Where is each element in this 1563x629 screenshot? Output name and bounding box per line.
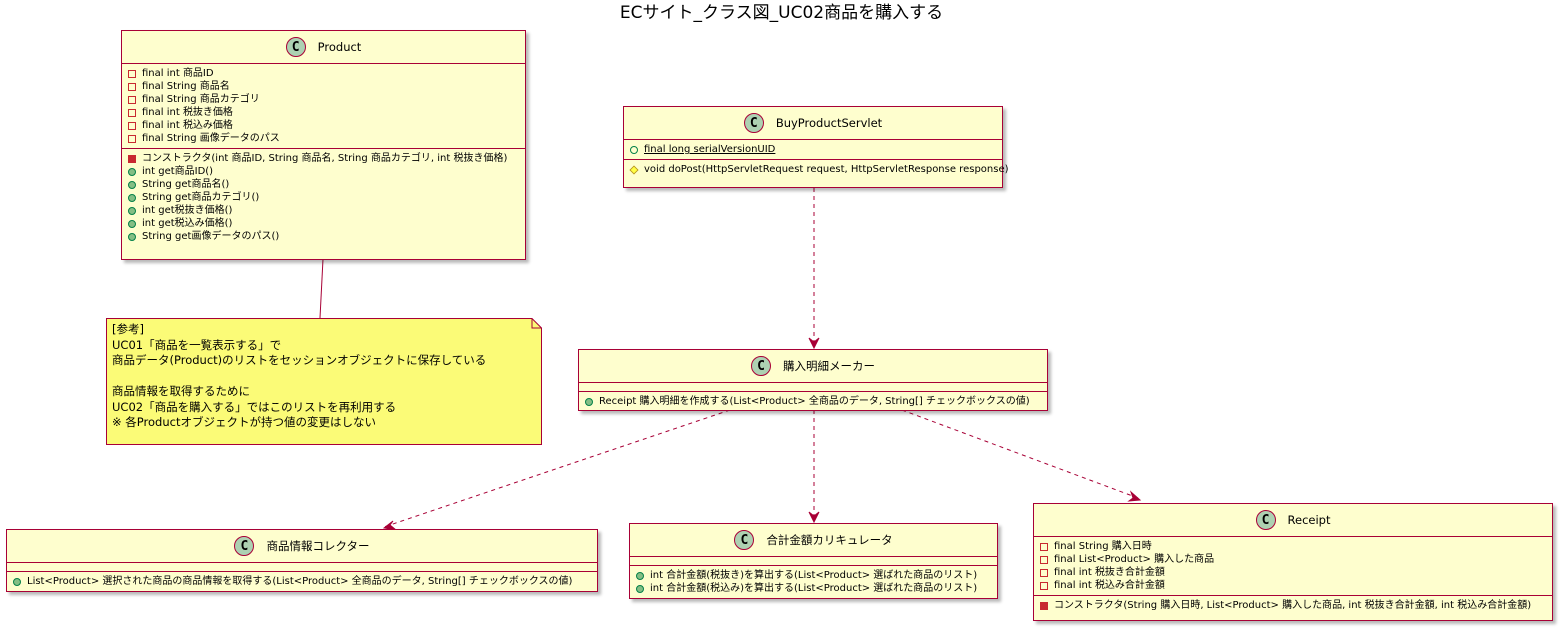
class-receipt-maker[interactable]: C 購入明細メーカー Receipt 購入明細を作成する(List<Produc… [578,349,1048,411]
private-field-icon [1040,581,1048,590]
class-name: Product [317,39,362,54]
methods-section: Receipt 購入明細を作成する(List<Product> 全商品のデータ,… [579,391,1047,411]
private-field-icon [128,69,136,78]
private-field-icon [128,82,136,91]
arrowhead-receipt [1127,490,1142,502]
method-row: int get税抜き価格() [128,204,525,217]
private-field-icon [128,95,136,104]
note-connector [319,258,324,319]
field-row: final long serialVersionUID [630,143,1002,156]
fields-section: final String 購入日時 final List<Product> 購入… [1034,537,1552,595]
private-field-icon [1040,568,1048,577]
method-row: String get商品カテゴリ() [128,191,525,204]
public-method-icon [128,206,136,215]
public-method-icon [128,219,136,228]
method-row: int get税込み価格() [128,217,525,230]
class-header: C Product [122,31,525,64]
class-product-info-collector[interactable]: C 商品情報コレクター List<Product> 選択された商品の商品情報を取… [6,529,598,592]
public-method-icon [585,397,593,406]
class-header: C 合計金額カリキュレータ [630,524,997,557]
private-method-icon [1040,601,1048,610]
class-icon: C [285,37,306,57]
method-row: int 合計金額(税込み)を算出する(List<Product> 選ばれた商品の… [636,582,997,595]
note-shape [106,318,542,445]
class-name: Receipt [1287,512,1331,527]
class-header: C 商品情報コレクター [7,530,597,563]
protected-method-icon [629,164,639,175]
fields-section: final long serialVersionUID [624,140,1002,159]
field-row: final int 税抜き価格 [128,106,525,119]
fields-section: final int 商品ID final String 商品名 final St… [122,64,525,148]
method-row: int get商品ID() [128,165,525,178]
arrowhead-maker [808,337,820,350]
class-header: C Receipt [1034,504,1552,537]
private-field-icon [128,121,136,130]
private-field-icon [1040,555,1048,564]
field-row: final List<Product> 購入した商品 [1040,553,1552,566]
methods-section: List<Product> 選択された商品の商品情報を取得する(List<Pro… [7,571,597,591]
fields-section [7,563,597,571]
class-header: C BuyProductServlet [624,107,1002,140]
class-name: BuyProductServlet [775,115,883,130]
class-icon: C [1255,510,1276,530]
methods-section: コンストラクタ(String 購入日時, List<Product> 購入した商… [1034,595,1552,615]
method-row: int 合計金額(税抜き)を算出する(List<Product> 選ばれた商品の… [636,569,997,582]
public-method-icon [636,571,644,580]
class-name: 商品情報コレクター [266,538,370,553]
class-icon: C [734,530,755,550]
edge-maker-to-collector [383,409,731,528]
private-field-icon [1040,542,1048,551]
class-icon: C [751,356,771,376]
methods-section: void doPost(HttpServletRequest request, … [624,159,1009,179]
class-product[interactable]: C Product final int 商品ID final String 商品… [121,30,526,260]
methods-section: int 合計金額(税抜き)を算出する(List<Product> 選ばれた商品の… [630,565,997,598]
class-buy-product-servlet[interactable]: C BuyProductServlet final long serialVer… [623,106,1009,188]
diagram-title: ECサイト_クラス図_UC02商品を購入する [619,3,944,23]
field-row: final int 商品ID [128,67,525,80]
class-header: C 購入明細メーカー [579,350,1047,383]
public-method-icon [128,193,136,202]
field-row: final String 画像データのパス [128,132,525,145]
method-row: Receipt 購入明細を作成する(List<Product> 全商品のデータ,… [585,395,1047,408]
field-row: final String 商品名 [128,80,525,93]
class-total-calculator[interactable]: C 合計金額カリキュレータ int 合計金額(税抜き)を算出する(List<Pr… [629,523,998,599]
fields-section [579,383,1047,391]
public-method-icon [13,577,21,586]
field-row: final int 税抜き合計金額 [1040,566,1552,579]
public-method-icon [128,167,136,176]
public-method-icon [636,584,644,593]
methods-section: コンストラクタ(int 商品ID, String 商品名, String 商品カ… [122,148,525,246]
method-row: String get画像データのパス() [128,230,525,243]
public-method-icon [128,232,136,241]
private-field-icon [128,108,136,117]
note-text: [参考] UC01「商品を一覧表示する」で 商品データ(Product)のリスト… [112,322,487,429]
private-method-icon [128,154,136,163]
method-row: コンストラクタ(String 購入日時, List<Product> 購入した商… [1040,599,1552,612]
class-receipt[interactable]: C Receipt final String 購入日時 final List<P… [1033,503,1553,621]
note-reference[interactable]: [参考] UC01「商品を一覧表示する」で 商品データ(Product)のリスト… [106,318,542,445]
field-row: final int 税込み価格 [128,119,525,132]
edge-maker-to-receipt [901,409,1139,499]
private-field-icon [128,134,136,143]
method-row: void doPost(HttpServletRequest request, … [629,163,1009,176]
field-row: final String 購入日時 [1040,540,1552,553]
class-name: 購入明細メーカー [783,358,875,373]
field-row: final int 税込み合計金額 [1040,579,1552,592]
method-row: String get商品名() [128,178,525,191]
fields-section [630,557,997,565]
public-field-icon [630,145,638,154]
arrowhead-calculator [808,511,820,524]
method-row: コンストラクタ(int 商品ID, String 商品名, String 商品カ… [128,152,525,165]
field-row: final String 商品カテゴリ [128,93,525,106]
class-icon: C [234,536,255,556]
class-name: 合計金額カリキュレータ [766,532,893,547]
method-row: List<Product> 選択された商品の商品情報を取得する(List<Pro… [13,575,597,588]
class-icon: C [743,113,764,133]
public-method-icon [128,180,136,189]
